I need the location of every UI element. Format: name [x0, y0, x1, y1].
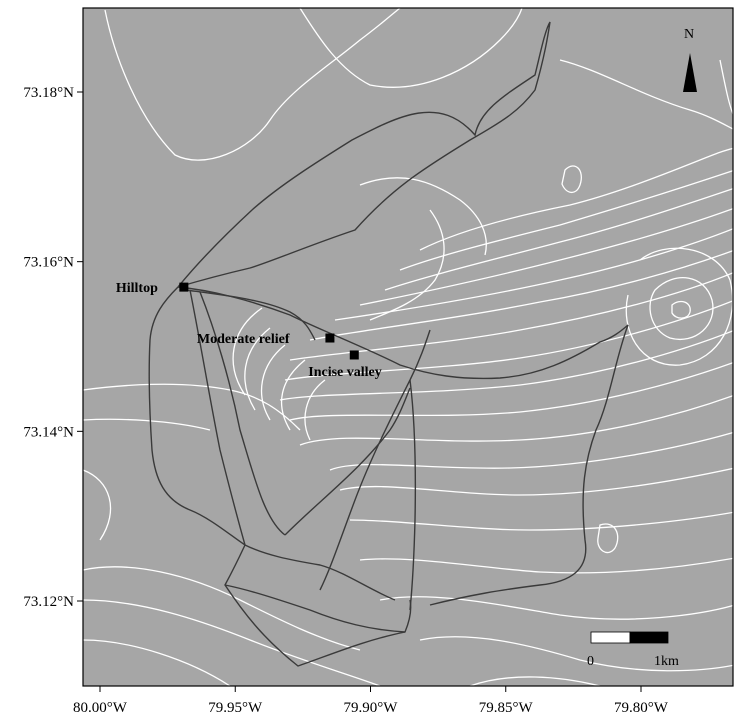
- site-marker: [325, 333, 335, 343]
- site-label: Hilltop: [116, 281, 158, 296]
- site-marker: [349, 350, 359, 360]
- site-label: Moderate relief: [197, 332, 290, 347]
- site-label: Incise valley: [308, 365, 382, 380]
- x-tick-label: 79.80°W: [614, 700, 669, 716]
- scale-bar-white-segment: [590, 631, 631, 644]
- y-tick-label: 73.18°N: [23, 85, 74, 101]
- y-tick-label: 73.14°N: [23, 424, 74, 440]
- north-arrow: N: [683, 27, 697, 92]
- x-tick-label: 79.90°W: [344, 700, 399, 716]
- north-label: N: [684, 27, 694, 42]
- map-frame: [82, 7, 734, 687]
- site-marker: [179, 282, 189, 292]
- x-axis: 80.00°W79.95°W79.90°W79.85°W79.80°W79.75…: [73, 686, 669, 716]
- x-tick-label: 79.95°W: [208, 700, 263, 716]
- y-tick-label: 73.16°N: [23, 255, 74, 271]
- y-axis: 73.18°N 73.16°N 73.14°N 73.12°N: [23, 85, 83, 610]
- scale-start-label: 0: [587, 654, 594, 669]
- gps-tracks: [148, 21, 629, 667]
- contour-lines: [83, 8, 733, 686]
- scale-bar: 0 1km: [587, 631, 679, 669]
- north-arrow-icon: [683, 53, 697, 92]
- y-tick-label: 73.12°N: [23, 594, 74, 610]
- map-background: [83, 8, 733, 686]
- scale-end-label: 1km: [654, 654, 679, 669]
- scale-bar-black-segment: [629, 631, 669, 644]
- x-tick-label: 80.00°W: [73, 700, 128, 716]
- x-tick-label: 79.85°W: [479, 700, 534, 716]
